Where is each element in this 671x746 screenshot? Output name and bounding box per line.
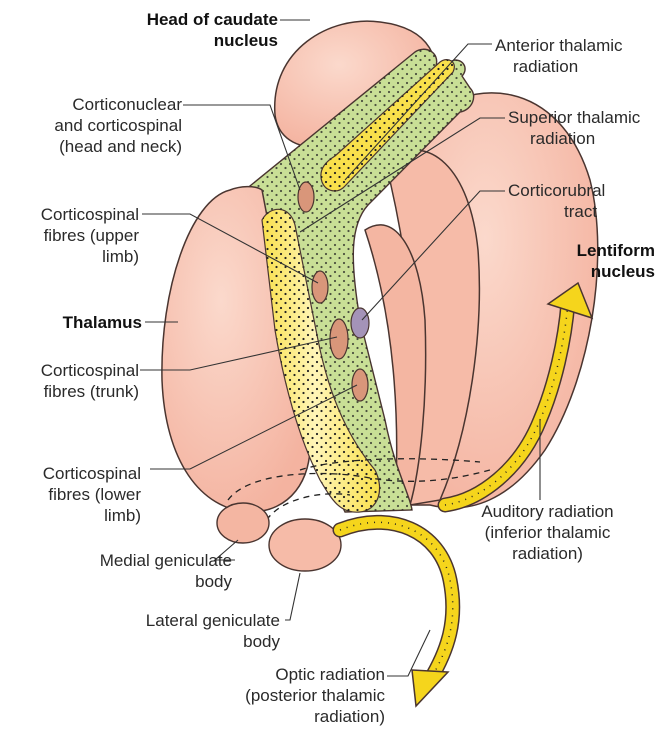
label-thalamus: Thalamus: [20, 312, 142, 333]
oval-corticorubral: [351, 308, 369, 338]
lateral-geniculate-body: [269, 519, 341, 571]
medial-geniculate-body: [217, 503, 269, 543]
oval-head-neck: [298, 182, 314, 212]
oval-trunk: [330, 319, 348, 359]
oval-lower-limb: [352, 369, 368, 401]
oval-upper-limb: [312, 271, 328, 303]
